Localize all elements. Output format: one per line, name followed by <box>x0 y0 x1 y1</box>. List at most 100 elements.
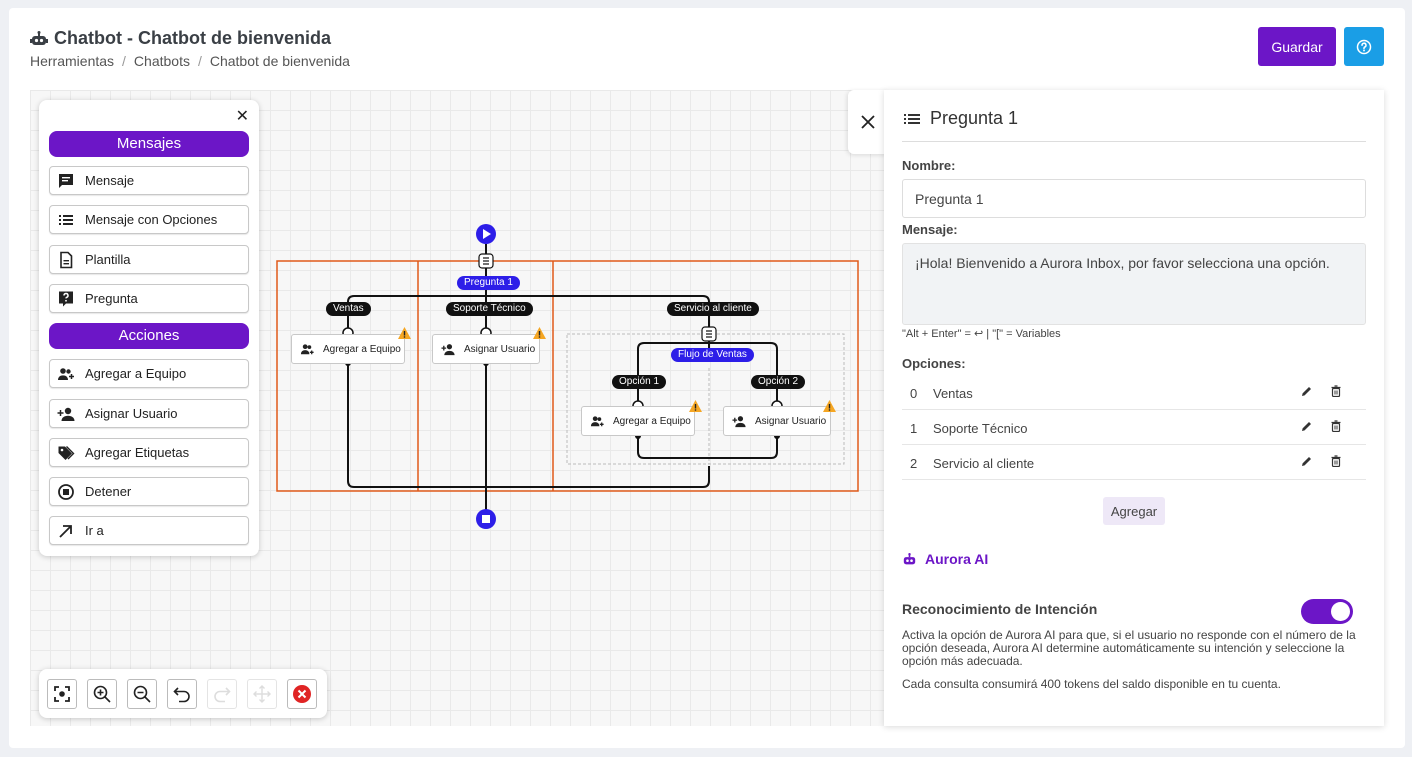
title-text: Chatbot - Chatbot de bienvenida <box>54 28 331 48</box>
flow-node-add-team[interactable]: Agregar a Equipo <box>291 334 405 364</box>
warning-icon <box>823 400 836 412</box>
toolbox-item-label: Ir a <box>85 523 104 538</box>
message-icon <box>59 173 73 188</box>
canvas-controls <box>39 669 327 718</box>
trash-icon[interactable] <box>1330 385 1342 397</box>
list-icon <box>904 113 920 124</box>
flow-subflow-tag[interactable]: Flujo de Ventas <box>671 348 754 362</box>
warning-icon <box>689 400 702 412</box>
zoom-in-button[interactable] <box>87 679 117 709</box>
node-label: Asignar Usuario <box>755 415 827 427</box>
toolbox-item-agregar-etiquetas[interactable]: Agregar Etiquetas <box>49 438 249 467</box>
page-title: Chatbot - Chatbot de bienvenida <box>30 28 331 49</box>
add-group-icon <box>300 343 314 354</box>
breadcrumb-current: Chatbot de bienvenida <box>209 53 350 69</box>
add-group-icon <box>58 367 74 380</box>
node-properties-panel: Pregunta 1 Nombre: Pregunta 1 Mensaje: ¡… <box>884 90 1384 726</box>
redo-button[interactable] <box>207 679 237 709</box>
zoom-out-button[interactable] <box>127 679 157 709</box>
toolbox-item-label: Agregar Etiquetas <box>85 445 190 460</box>
option-row: 2 Servicio al cliente <box>902 445 1366 480</box>
pan-button[interactable] <box>247 679 277 709</box>
intent-description: Activa la opción de Aurora AI para que, … <box>902 628 1356 668</box>
undo-icon <box>173 687 190 703</box>
toolbox-section-actions: Acciones <box>49 323 249 349</box>
option-index: 2 <box>910 456 918 471</box>
edit-icon[interactable] <box>1301 385 1313 397</box>
flow-branch-tag[interactable]: Ventas <box>326 302 371 316</box>
toolbox-item-plantilla[interactable]: Plantilla <box>49 245 249 274</box>
flow-option-tag[interactable]: Opción 2 <box>751 375 806 389</box>
trash-icon[interactable] <box>1330 455 1342 467</box>
flow-option-tag[interactable]: Opción 1 <box>612 375 667 389</box>
option-text: Servicio al cliente <box>933 456 1035 471</box>
aurora-ai-header: Aurora AI <box>902 551 988 567</box>
node-toolbox: ✕ Mensajes Mensaje Mensaje con Opciones … <box>39 100 259 556</box>
option-index: 1 <box>910 421 918 436</box>
add-user-icon <box>441 343 455 355</box>
move-icon <box>253 685 271 703</box>
flow-node-assign-user[interactable]: Asignar Usuario <box>723 406 831 436</box>
flow-question-tag[interactable]: Pregunta 1 <box>457 276 520 290</box>
edit-icon[interactable] <box>1301 420 1313 432</box>
node-label: Agregar a Equipo <box>323 343 401 355</box>
add-user-icon <box>732 415 746 427</box>
toolbox-item-label: Pregunta <box>85 291 138 306</box>
divider <box>902 141 1366 142</box>
add-option-button[interactable]: Agregar <box>1103 497 1165 525</box>
clear-canvas-button[interactable] <box>287 679 317 709</box>
breadcrumb-chatbots[interactable]: Chatbots <box>133 53 190 69</box>
arrow-up-right-icon <box>59 524 72 538</box>
document-icon <box>60 251 73 268</box>
panel-close-button[interactable] <box>848 90 888 154</box>
add-group-icon <box>590 415 604 426</box>
flow-branch-tag[interactable]: Soporte Técnico <box>446 302 533 316</box>
breadcrumb: Herramientas / Chatbots / Chatbot de bie… <box>30 53 350 69</box>
trash-icon[interactable] <box>1330 420 1342 432</box>
name-input[interactable]: Pregunta 1 <box>902 179 1366 218</box>
toolbox-item-agregar-equipo[interactable]: Agregar a Equipo <box>49 359 249 388</box>
toolbox-close-icon[interactable]: ✕ <box>235 108 249 125</box>
toolbox-item-label: Agregar a Equipo <box>85 366 187 381</box>
flow-node-add-team[interactable]: Agregar a Equipo <box>581 406 695 436</box>
toolbox-item-label: Plantilla <box>85 252 131 267</box>
fit-view-button[interactable] <box>47 679 77 709</box>
toolbox-item-asignar-usuario[interactable]: Asignar Usuario <box>49 399 249 428</box>
toggle-knob <box>1331 602 1350 621</box>
toolbox-item-label: Mensaje <box>85 173 135 188</box>
list-icon <box>59 214 73 225</box>
toolbox-item-ir-a[interactable]: Ir a <box>49 516 249 545</box>
focus-icon <box>54 686 70 702</box>
add-user-icon <box>57 407 75 421</box>
help-button[interactable] <box>1344 27 1384 66</box>
edit-icon[interactable] <box>1301 455 1313 467</box>
toolbox-item-mensaje[interactable]: Mensaje <box>49 166 249 195</box>
warning-icon <box>533 327 546 339</box>
toolbox-item-pregunta[interactable]: Pregunta <box>49 284 249 313</box>
intent-toggle[interactable] <box>1301 599 1353 624</box>
intent-label: Reconocimiento de Intención <box>902 601 1098 617</box>
zoom-in-icon <box>93 685 111 703</box>
zoom-out-icon <box>133 685 151 703</box>
message-hint: "Alt + Enter" = ↩ | "[" = Variables <box>902 328 1061 340</box>
breadcrumb-herramientas[interactable]: Herramientas <box>30 53 115 69</box>
message-textarea[interactable]: ¡Hola! Bienvenido a Aurora Inbox, por fa… <box>902 243 1366 325</box>
undo-button[interactable] <box>167 679 197 709</box>
option-row: 0 Ventas <box>902 375 1366 410</box>
flow-node-assign-user[interactable]: Asignar Usuario <box>432 334 540 364</box>
option-text: Ventas <box>933 386 973 401</box>
flow-branch-tag[interactable]: Servicio al cliente <box>667 302 759 316</box>
option-index: 0 <box>910 386 918 401</box>
message-label: Mensaje: <box>902 222 958 237</box>
close-circle-icon <box>293 685 311 703</box>
toolbox-section-messages: Mensajes <box>49 131 249 157</box>
toolbox-item-detener[interactable]: Detener <box>49 477 249 506</box>
node-label: Agregar a Equipo <box>613 415 691 427</box>
breadcrumb-separator: / <box>197 53 202 69</box>
toolbox-item-label: Detener <box>85 484 132 499</box>
name-label: Nombre: <box>902 158 956 173</box>
save-button[interactable]: Guardar <box>1258 27 1336 66</box>
close-icon <box>861 115 875 129</box>
toolbox-item-mensaje-opciones[interactable]: Mensaje con Opciones <box>49 205 249 234</box>
token-note: Cada consulta consumirá 400 tokens del s… <box>902 677 1281 691</box>
